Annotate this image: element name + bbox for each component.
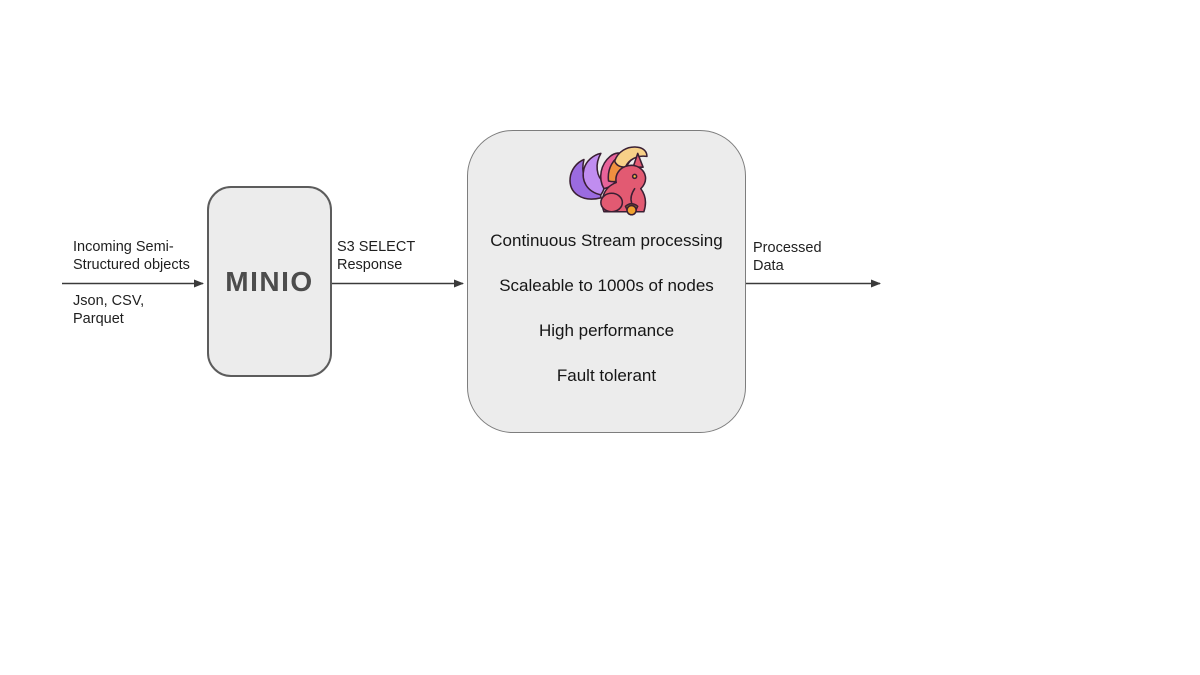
minio-node: MINIO [207,186,332,377]
flink-logo-container [468,138,745,224]
incoming-objects-line1: Incoming Semi- [73,239,174,255]
flink-node: Continuous Stream processing Scaleable t… [467,130,746,433]
incoming-objects-label: Incoming Semi- Structured objects [73,238,190,274]
flink-feature-continuous-stream: Continuous Stream processing [490,231,723,250]
flink-squirrel-icon [568,146,648,216]
flink-feature-fault-tolerant: Fault tolerant [556,366,657,385]
s3-select-line1: S3 SELECT [337,239,416,255]
minio-wordmark: MINIO [225,265,314,297]
s3-select-response-label: S3 SELECT Response [337,238,415,274]
s3-select-line2: Response [337,257,403,273]
processed-data-line2: Data [753,258,784,274]
processed-data-line1: Processed [753,240,822,256]
formats-label: Json, CSV, Parquet [73,292,144,328]
flink-feature-high-performance: High performance [538,321,675,340]
flink-feature-scaleable: Scaleable to 1000s of nodes [499,276,714,295]
processed-data-label: Processed Data [753,239,822,275]
formats-line2: Parquet [73,311,124,327]
formats-line1: Json, CSV, [73,293,145,309]
incoming-objects-line2: Structured objects [73,257,190,273]
